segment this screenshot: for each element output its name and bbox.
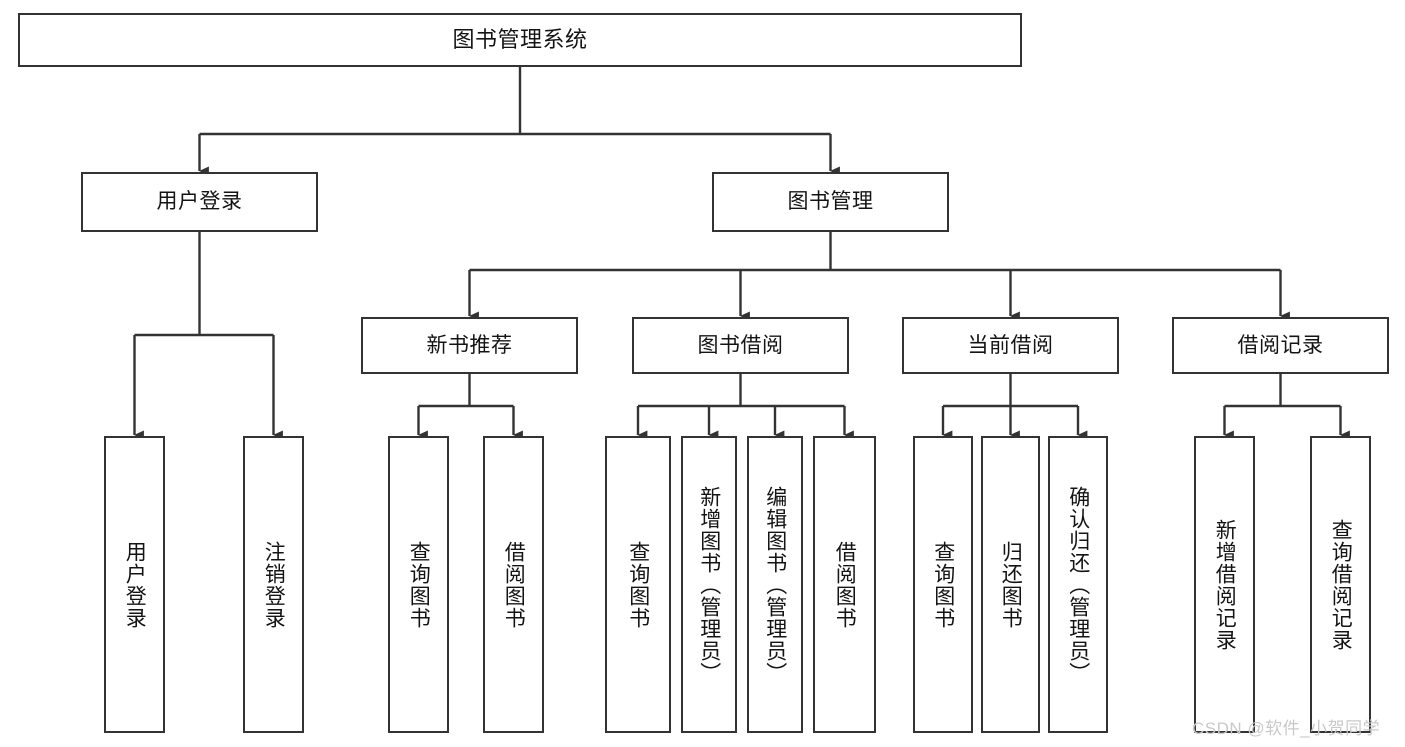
node-label: 查询借阅记录 bbox=[1329, 518, 1353, 651]
node-label: 确认归还（管理员） bbox=[1066, 485, 1090, 684]
node-current[interactable]: 当前借阅 bbox=[902, 317, 1119, 374]
node-label: 新书推荐 bbox=[426, 333, 513, 357]
node-label: 图书管理系统 bbox=[452, 26, 588, 52]
node-leaf-3-2[interactable]: 新增图书（管理员） bbox=[681, 436, 737, 733]
node-label: 借阅图书 bbox=[502, 540, 526, 629]
node-label: 查询图书 bbox=[931, 540, 955, 629]
edge-group bbox=[133, 67, 1350, 440]
node-label: 注销登录 bbox=[262, 540, 286, 629]
node-label: 借阅记录 bbox=[1237, 333, 1324, 357]
node-leaf-3-4[interactable]: 借阅图书 bbox=[813, 436, 876, 733]
node-leaf-1-2[interactable]: 注销登录 bbox=[243, 436, 304, 733]
node-label: 当前借阅 bbox=[967, 333, 1054, 357]
node-borrow[interactable]: 图书借阅 bbox=[632, 317, 849, 374]
node-label: 查询图书 bbox=[626, 540, 650, 629]
node-label: 编辑图书（管理员） bbox=[763, 485, 787, 684]
node-label: 用户登录 bbox=[156, 190, 243, 214]
node-label: 查询图书 bbox=[407, 540, 431, 629]
node-leaf-3-1[interactable]: 查询图书 bbox=[605, 436, 671, 733]
node-leaf-4-3[interactable]: 确认归还（管理员） bbox=[1048, 436, 1108, 733]
node-leaf-4-2[interactable]: 归还图书 bbox=[981, 436, 1040, 733]
node-newbook[interactable]: 新书推荐 bbox=[361, 317, 578, 374]
node-leaf-4-1[interactable]: 查询图书 bbox=[913, 436, 973, 733]
node-leaf-2-2[interactable]: 借阅图书 bbox=[483, 436, 544, 733]
node-label: 新增借阅记录 bbox=[1213, 518, 1237, 651]
node-login[interactable]: 用户登录 bbox=[81, 172, 318, 232]
node-label: 用户登录 bbox=[123, 540, 147, 629]
node-label: 图书管理 bbox=[787, 190, 874, 214]
node-records[interactable]: 借阅记录 bbox=[1172, 317, 1389, 374]
node-label: 图书借阅 bbox=[697, 333, 784, 357]
node-label: 新增图书（管理员） bbox=[697, 485, 721, 684]
watermark: CSDN @软件_小贺同学 bbox=[1192, 719, 1381, 738]
node-root[interactable]: 图书管理系统 bbox=[18, 13, 1022, 67]
node-leaf-5-2[interactable]: 查询借阅记录 bbox=[1310, 436, 1371, 733]
node-bookmgmt[interactable]: 图书管理 bbox=[712, 172, 949, 232]
node-leaf-3-3[interactable]: 编辑图书（管理员） bbox=[747, 436, 803, 733]
node-label: 借阅图书 bbox=[833, 540, 857, 629]
node-leaf-5-1[interactable]: 新增借阅记录 bbox=[1194, 436, 1255, 733]
node-leaf-2-1[interactable]: 查询图书 bbox=[388, 436, 449, 733]
node-leaf-1-1[interactable]: 用户登录 bbox=[104, 436, 165, 733]
node-label: 归还图书 bbox=[999, 540, 1023, 629]
